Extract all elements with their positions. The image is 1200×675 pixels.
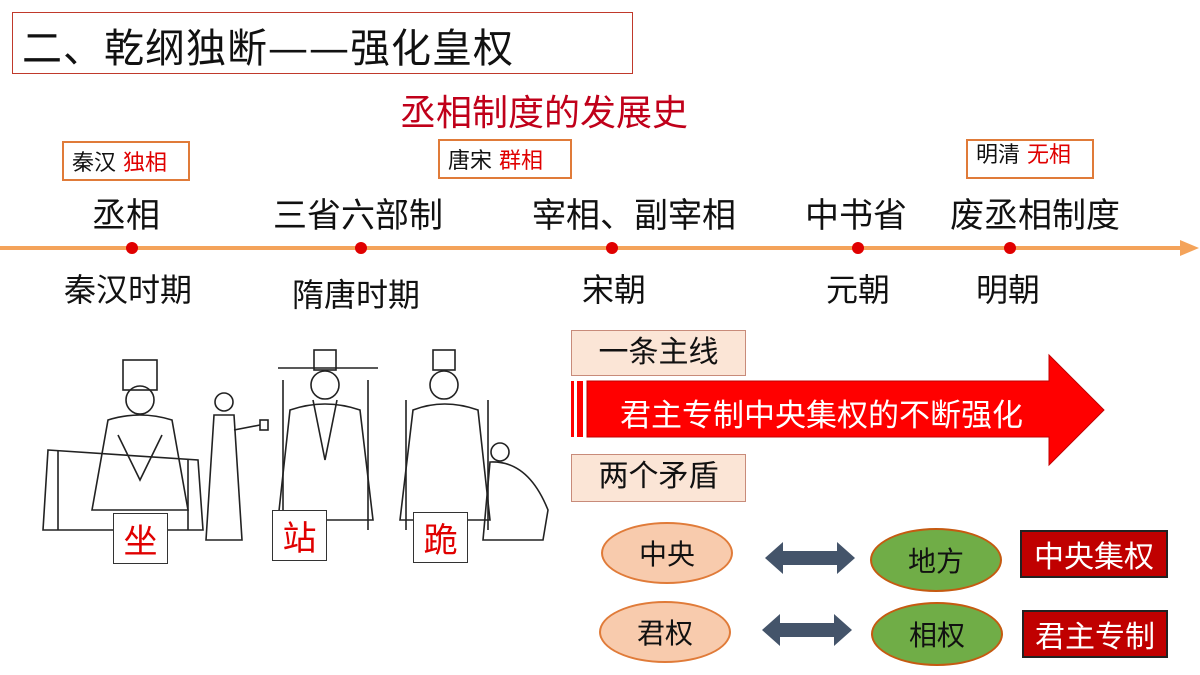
system-label-3: 宰相、副宰相 <box>532 196 736 236</box>
kneeling-official-figure <box>482 442 549 541</box>
ellipse-central: 中央 <box>601 522 733 584</box>
tag-tangsong: 唐宋 群相 <box>438 139 572 179</box>
arrow-body <box>586 353 1105 467</box>
period-label-3: 宋朝 <box>582 271 647 309</box>
ellipse-local: 地方 <box>870 528 1002 592</box>
timeline-arrowhead <box>1180 240 1199 256</box>
tag-qinhan-type: 独相 <box>123 151 168 176</box>
system-label-4: 中书省 <box>805 196 907 236</box>
double-arrow-2-shape <box>762 614 852 646</box>
tag-mingqing: 明清 无相 <box>966 139 1094 179</box>
mainline-arrow-text: 君主专制中央集权的不断强化 <box>620 398 1023 434</box>
seated-ruler-right-figure <box>399 349 491 530</box>
timeline-dot-3 <box>606 242 618 254</box>
tag-qinhan-era: 秦汉 <box>72 151 117 176</box>
timeline-dot-5 <box>1004 242 1016 254</box>
label-kneel: 跪 <box>413 512 468 563</box>
label-sit: 坐 <box>113 513 168 564</box>
page-title: 二、乾纲独断——强化皇权 <box>22 26 514 72</box>
timeline-dot-1 <box>126 242 138 254</box>
page-subtitle: 丞相制度的发展史 <box>400 93 689 134</box>
tag-qinhan: 秦汉 独相 <box>62 141 190 181</box>
period-label-2: 隋唐时期 <box>292 276 421 314</box>
seated-emperor-figure <box>42 359 204 531</box>
timeline-axis <box>0 240 1199 256</box>
period-label-1: 秦汉时期 <box>64 271 193 309</box>
system-label-5: 废丞相制度 <box>950 196 1120 236</box>
result-centralization: 中央集权 <box>1020 530 1168 578</box>
ellipse-chancellor-power: 相权 <box>871 602 1003 666</box>
contradictions-label: 两个矛盾 <box>571 454 746 502</box>
seated-ruler-figure <box>277 349 378 530</box>
tag-tangsong-type: 群相 <box>499 149 544 174</box>
mainline-label: 一条主线 <box>571 330 746 376</box>
tag-tangsong-era: 唐宋 <box>448 149 493 174</box>
tag-mingqing-era: 明清 <box>976 143 1021 168</box>
double-arrow-1-shape <box>765 542 855 574</box>
mainline-arrow <box>571 353 1105 467</box>
double-arrow-1 <box>765 542 855 574</box>
timeline-dot-4 <box>852 242 864 254</box>
period-label-4: 元朝 <box>826 271 891 309</box>
title-frame <box>12 12 633 74</box>
system-label-1: 丞相 <box>92 196 160 236</box>
ellipse-monarch-power: 君权 <box>599 601 731 663</box>
period-label-5: 明朝 <box>976 271 1041 309</box>
standing-official-figure <box>205 392 269 541</box>
timeline-dot-2 <box>355 242 367 254</box>
arrow-stripe-1 <box>571 381 574 437</box>
result-autocracy: 君主专制 <box>1022 610 1168 658</box>
double-arrow-2 <box>762 614 852 646</box>
arrow-stripe-2 <box>577 381 583 437</box>
tag-mingqing-type: 无相 <box>1027 143 1072 168</box>
system-label-2: 三省六部制 <box>273 196 443 236</box>
court-figures-illustration <box>42 349 549 541</box>
label-stand: 站 <box>272 510 327 561</box>
